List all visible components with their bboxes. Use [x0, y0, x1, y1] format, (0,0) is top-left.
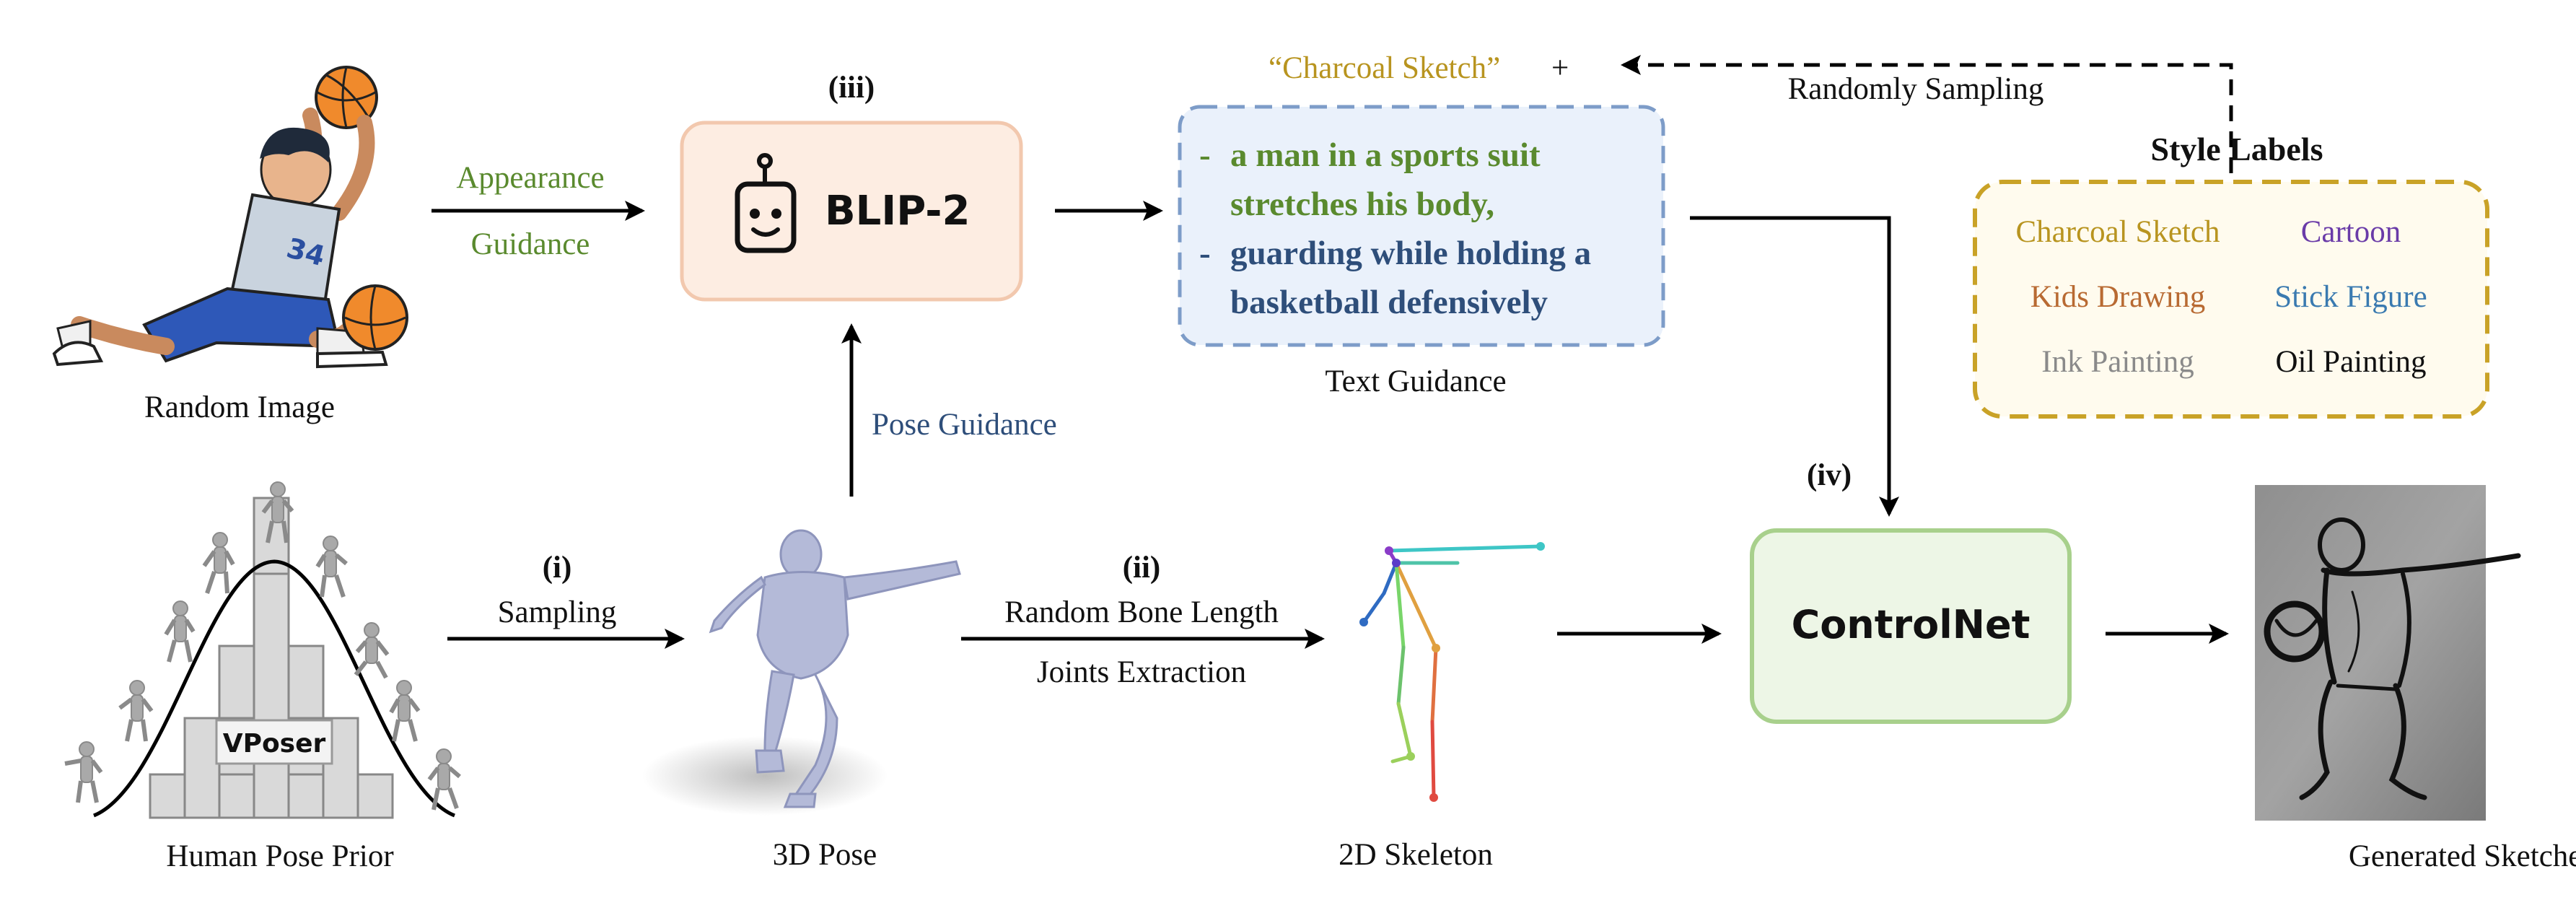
- plus-label: +: [1551, 51, 1569, 85]
- random-image-illustration: 34: [52, 66, 408, 369]
- sampling-label: Sampling: [498, 595, 617, 629]
- caption-line-2b: basketball defensively: [1230, 284, 1548, 321]
- skeleton-2d-label: 2D Skeleton: [1339, 838, 1493, 872]
- caption-dash-1: -: [1199, 136, 1211, 174]
- generated-sketch-strokes: [2264, 517, 2521, 800]
- step-iii-label: (iii): [828, 71, 875, 105]
- style-label-item: Cartoon: [2301, 215, 2401, 249]
- step-iv-label: (iv): [1807, 458, 1852, 492]
- randomly-sampling-label: Randomly Sampling: [1788, 72, 2044, 106]
- blip2-label: BLIP-2: [825, 188, 970, 235]
- style-label-item: Stick Figure: [2274, 280, 2427, 314]
- vposer-label-box: [215, 719, 333, 765]
- text-guidance-box: [1178, 105, 1665, 347]
- step-i-label: (i): [543, 551, 572, 585]
- style-labels-box: [1973, 180, 2489, 419]
- appearance-label: Appearance: [456, 161, 604, 195]
- robot-icon: [735, 153, 797, 253]
- charcoal-prefix-label: “Charcoal Sketch”: [1269, 51, 1500, 85]
- generated-sketch-image: [2255, 485, 2486, 821]
- step-ii-label: (ii): [1123, 551, 1161, 585]
- text-guidance-label: Text Guidance: [1325, 364, 1506, 398]
- caption-line-1a: a man in a sports suit: [1230, 136, 1541, 174]
- skeleton-joints: [1359, 542, 1545, 802]
- skeleton-2d-figure: [1362, 544, 1543, 800]
- randomly-sampling-arrow: [1621, 55, 2233, 173]
- caption-line-1b: stretches his body,: [1230, 185, 1494, 223]
- histogram-bars: [149, 497, 394, 819]
- guidance-label: Guidance: [471, 227, 590, 261]
- human-pose-prior-label: Human Pose Prior: [166, 839, 393, 873]
- style-label-item: Oil Painting: [2275, 345, 2426, 379]
- vposer-label: VPoser: [223, 729, 326, 759]
- generated-sketches-label: Generated Sketches: [2349, 839, 2576, 873]
- style-label-item: Kids Drawing: [2030, 280, 2205, 314]
- pose-3d-figure: [709, 529, 961, 808]
- pose-guidance-label: Pose Guidance: [872, 408, 1057, 442]
- controlnet-box: [1750, 528, 2072, 724]
- random-bone-length-label: Random Bone Length: [1004, 595, 1279, 629]
- text-to-controlnet-arrow: [1690, 216, 1899, 517]
- random-image-label: Random Image: [144, 390, 335, 424]
- style-label-item: Ink Painting: [2041, 345, 2194, 379]
- caption-line-2a: guarding while holding a: [1230, 235, 1591, 272]
- basketball-bottom-icon: [342, 284, 408, 351]
- sample-pose-figures: [64, 481, 461, 811]
- style-label-item: Charcoal Sketch: [2016, 215, 2220, 249]
- controlnet-label: ControlNet: [1792, 602, 2030, 647]
- gaussian-curve: [93, 559, 455, 818]
- joints-extraction-label: Joints Extraction: [1037, 655, 1246, 689]
- pose-3d-label: 3D Pose: [773, 838, 877, 872]
- style-labels-title: Style Labels: [2151, 131, 2323, 167]
- caption-dash-2: -: [1199, 235, 1211, 272]
